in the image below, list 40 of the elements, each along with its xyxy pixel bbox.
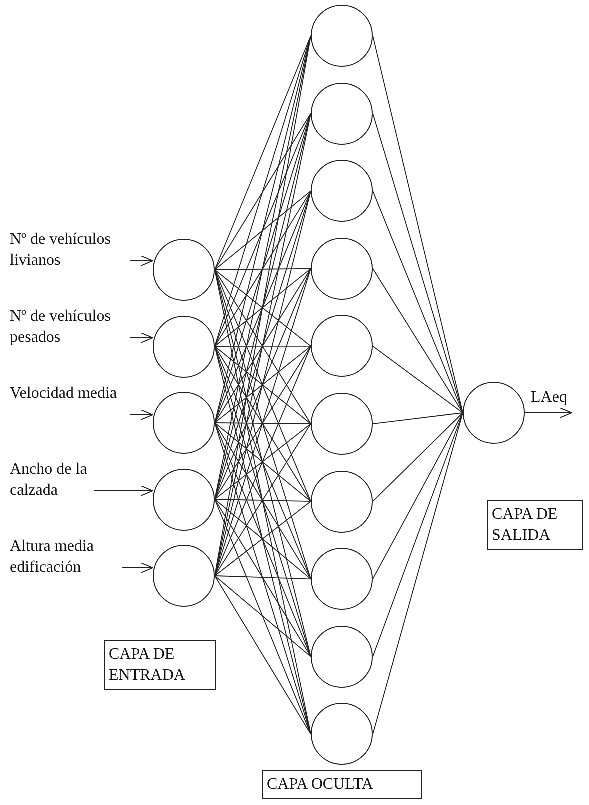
arrow <box>524 408 572 418</box>
connection-line <box>214 499 312 658</box>
connection-line <box>214 36 312 270</box>
connection-line <box>214 422 312 735</box>
input-label: Altura media edificación <box>10 536 122 578</box>
arrow <box>130 410 154 420</box>
arrow <box>122 562 154 574</box>
connection-line <box>214 268 312 270</box>
connection-line <box>372 412 464 580</box>
connection-line <box>214 576 312 658</box>
connection-line <box>214 422 312 658</box>
connection-line <box>214 190 312 270</box>
connection-line <box>372 346 464 414</box>
connection-line <box>214 422 312 424</box>
layer-label-box: CAPA OCULTA <box>262 770 422 799</box>
connection-line <box>214 346 312 347</box>
input-label: Ancho de la calzada <box>10 459 94 501</box>
layer-label-box: CAPA DE SALIDA <box>487 500 583 550</box>
connection-line <box>214 190 312 424</box>
connection-line <box>372 190 464 414</box>
connection-line <box>214 576 312 580</box>
connection-line <box>372 412 464 424</box>
connection-line <box>214 576 312 735</box>
layer-label-box: CAPA DE ENTRADA <box>104 640 216 690</box>
connection-line <box>372 412 464 502</box>
edge-label: LAeq <box>531 389 568 407</box>
connection-line <box>372 268 464 414</box>
connection-line <box>214 190 312 347</box>
input-label: Nº de vehículos livianos <box>10 229 130 271</box>
input-label: Velocidad media <box>10 383 130 404</box>
arrow <box>94 486 154 496</box>
connection-line <box>214 499 312 502</box>
connection-line <box>372 412 464 735</box>
connection-line <box>214 36 312 347</box>
connection-line <box>214 113 312 347</box>
connection-line <box>214 113 312 270</box>
connection-line <box>214 499 312 735</box>
input-label: Nº de vehículos pesados <box>10 306 130 348</box>
arrow <box>130 256 154 266</box>
arrow <box>130 332 154 344</box>
